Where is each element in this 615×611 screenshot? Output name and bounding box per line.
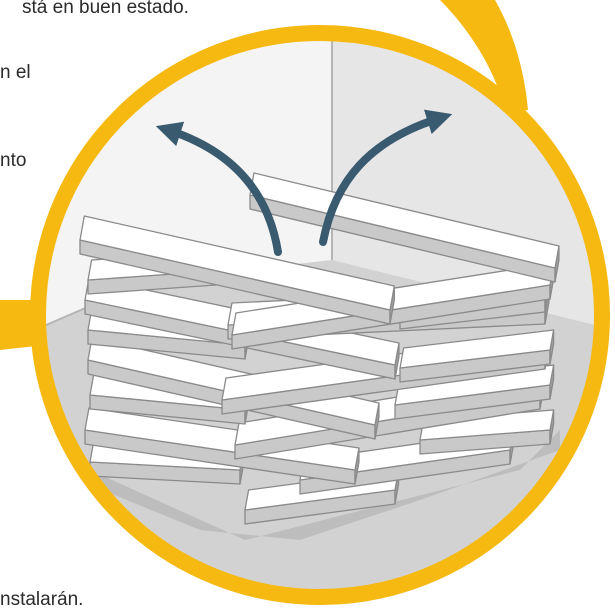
wood-plank-4 xyxy=(419,409,555,455)
wood-plank-18 xyxy=(79,215,395,325)
airflow-arrow-left xyxy=(155,121,282,256)
text-fragment-2: n el xyxy=(0,62,31,83)
text-fragment-4: nstalarán. xyxy=(0,589,84,610)
wood-plank-5 xyxy=(84,407,360,485)
text-fragment-3: nto xyxy=(0,150,27,171)
wood-plank-8 xyxy=(394,364,555,420)
board-stack xyxy=(79,172,560,525)
text-fragment-1: stá en buen estado. xyxy=(22,0,189,18)
wood-plank-12 xyxy=(399,329,555,383)
yellow-swoosh-top xyxy=(440,0,528,110)
yellow-ring xyxy=(30,25,610,605)
airflow-arrow-right xyxy=(319,109,453,246)
